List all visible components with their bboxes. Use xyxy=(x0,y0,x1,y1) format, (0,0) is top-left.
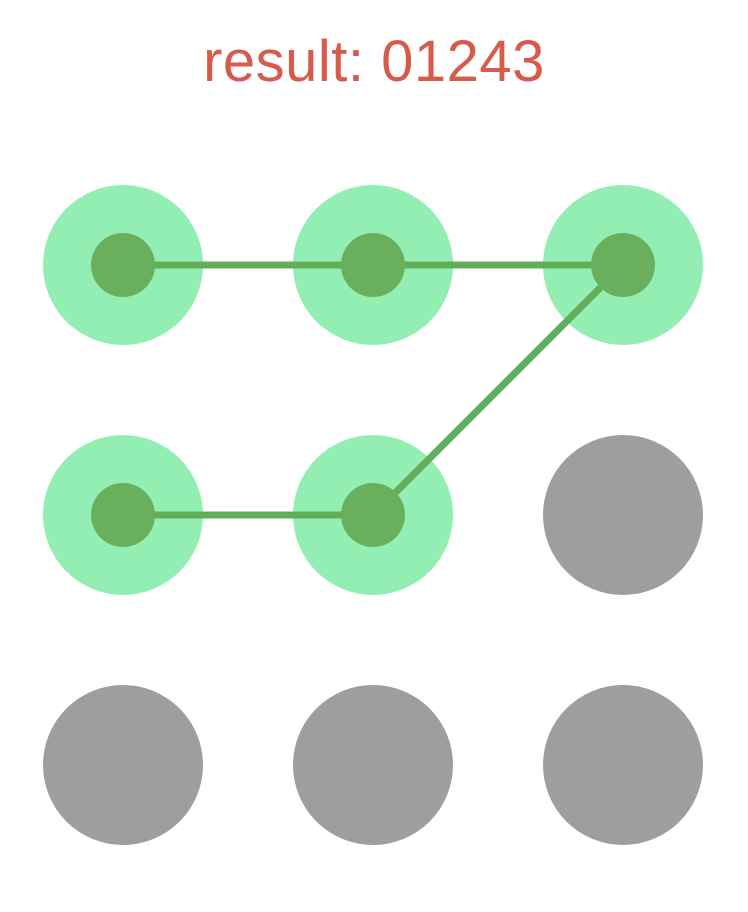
pattern-node-7[interactable] xyxy=(293,685,453,845)
result-label: result: 01243 xyxy=(203,29,545,94)
pattern-node-5[interactable] xyxy=(543,435,703,595)
pattern-node-3-core xyxy=(91,483,155,547)
pattern-node-6[interactable] xyxy=(43,685,203,845)
pattern-node-4-core xyxy=(341,483,405,547)
pattern-node-0-core xyxy=(91,233,155,297)
pattern-line-2-4 xyxy=(369,261,627,519)
pattern-node-1-core xyxy=(341,233,405,297)
pattern-nodes[interactable] xyxy=(91,233,655,547)
pattern-node-halos xyxy=(43,185,703,845)
pattern-node-8[interactable] xyxy=(543,685,703,845)
pattern-node-2-core xyxy=(591,233,655,297)
pattern-lines xyxy=(119,261,627,519)
